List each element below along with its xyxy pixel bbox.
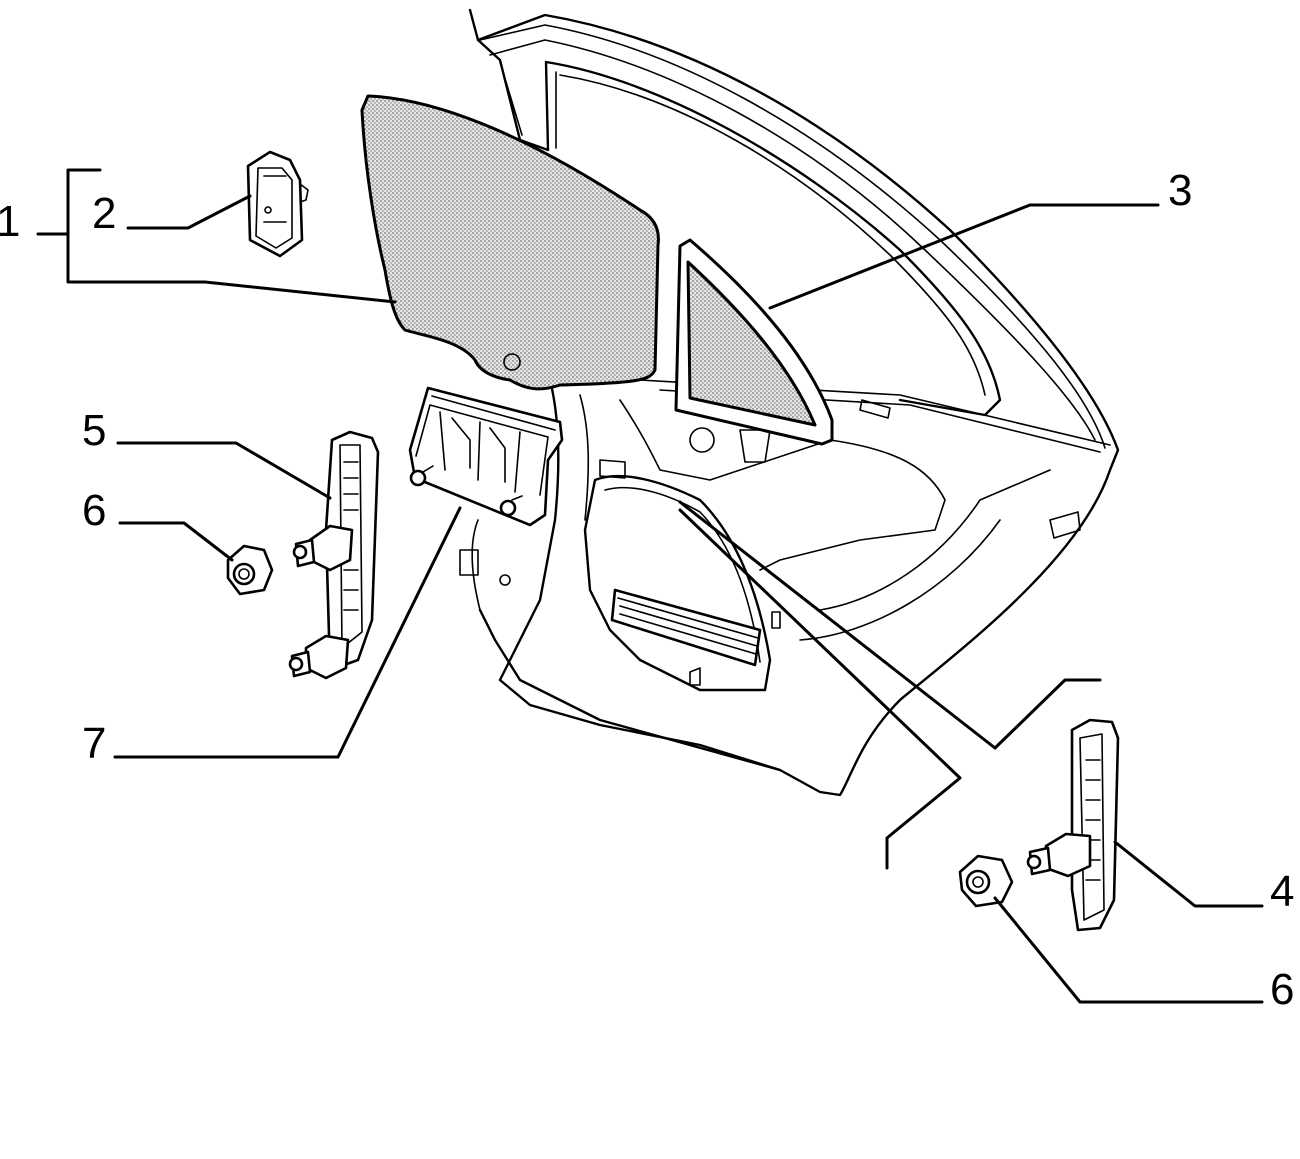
callout-1: 1 bbox=[0, 197, 20, 246]
window-guide-right bbox=[1026, 718, 1120, 932]
window-lifter-bracket bbox=[408, 386, 564, 527]
window-guide-left bbox=[288, 430, 380, 680]
rear-door-shell bbox=[459, 8, 1120, 797]
callout-7: 7 bbox=[82, 719, 106, 768]
glass-mounting-hole bbox=[503, 353, 521, 371]
nut-right bbox=[958, 854, 1014, 908]
callout-6-right: 6 bbox=[1270, 965, 1294, 1014]
callout-6-left: 6 bbox=[82, 486, 106, 535]
callout-2: 2 bbox=[92, 189, 116, 238]
leader-lines bbox=[36, 168, 1264, 1004]
glass-clip bbox=[246, 150, 309, 258]
callout-5: 5 bbox=[82, 406, 106, 455]
callout-4: 4 bbox=[1270, 867, 1294, 916]
door-window-glass bbox=[360, 94, 660, 391]
nut-left bbox=[226, 544, 274, 596]
callout-3: 3 bbox=[1168, 166, 1192, 215]
quarter-glass bbox=[674, 238, 834, 446]
